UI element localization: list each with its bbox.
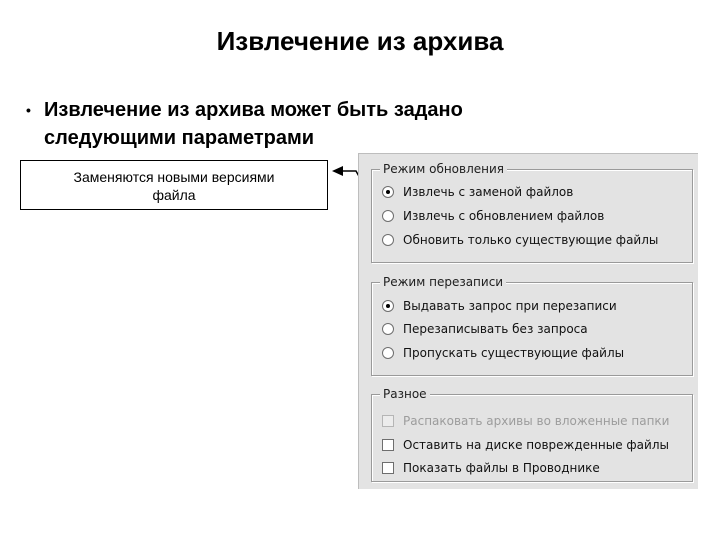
radio-extract-replace[interactable]: Извлечь с заменой файлов	[382, 183, 573, 201]
callout-line2: файла	[152, 187, 196, 203]
extract-options-dialog: Режим обновления Извлечь с заменой файло…	[358, 153, 698, 489]
radio-button[interactable]	[382, 210, 394, 222]
radio-extract-update[interactable]: Извлечь с обновлением файлов	[382, 207, 604, 225]
radio-skip-existing[interactable]: Пропускать существующие файлы	[382, 344, 624, 362]
overwrite-mode-label: Режим перезаписи	[380, 274, 507, 290]
bullet-marker: •	[26, 102, 31, 118]
radio-overwrite-no-prompt[interactable]: Перезаписывать без запроса	[382, 320, 588, 338]
radio-button[interactable]	[382, 234, 394, 246]
checkbox-keep-broken[interactable]: Оставить на диске поврежденные файлы	[382, 436, 669, 454]
option-label: Извлечь с обновлением файлов	[403, 209, 605, 223]
radio-ask-overwrite[interactable]: Выдавать запрос при перезаписи	[382, 297, 617, 315]
callout-box: Заменяются новыми версиями файла	[20, 160, 328, 210]
option-label: Обновить только существующие файлы	[403, 233, 659, 247]
bullet-text-line2: следующими параметрами	[44, 127, 315, 149]
callout-line1: Заменяются новыми версиями	[73, 169, 275, 185]
checkbox	[382, 415, 394, 427]
radio-refresh-existing[interactable]: Обновить только существующие файлы	[382, 231, 658, 249]
slide-title: Извлечение из архива	[216, 26, 504, 56]
option-label: Извлечь с заменой файлов	[403, 185, 574, 199]
update-mode-label: Режим обновления	[380, 161, 508, 177]
overwrite-mode-group: Режим перезаписи Выдавать запрос при пер…	[371, 274, 693, 376]
radio-button[interactable]	[382, 186, 394, 198]
misc-group: Разное Распаковать архивы во вложенные п…	[371, 386, 693, 482]
callout-arrowhead	[332, 166, 343, 176]
radio-selected-dot	[386, 190, 390, 194]
bullet-text: Извлечение из архива может быть задано с…	[44, 96, 564, 152]
radio-button[interactable]	[382, 323, 394, 335]
checkbox[interactable]	[382, 462, 394, 474]
update-mode-group: Режим обновления Извлечь с заменой файло…	[371, 161, 693, 263]
misc-label: Разное	[380, 386, 430, 402]
option-label: Распаковать архивы во вложенные папки	[403, 414, 670, 428]
radio-button[interactable]	[382, 347, 394, 359]
checkbox-extract-subfolders: Распаковать архивы во вложенные папки	[382, 412, 669, 430]
radio-button[interactable]	[382, 300, 394, 312]
option-label: Выдавать запрос при перезаписи	[403, 299, 617, 313]
option-label: Показать файлы в Проводнике	[403, 461, 600, 475]
radio-selected-dot	[386, 304, 390, 308]
option-label: Перезаписывать без запроса	[403, 322, 588, 336]
option-label: Оставить на диске поврежденные файлы	[403, 438, 669, 452]
checkbox[interactable]	[382, 439, 394, 451]
option-label: Пропускать существующие файлы	[403, 346, 625, 360]
checkbox-show-in-explorer[interactable]: Показать файлы в Проводнике	[382, 459, 600, 477]
bullet-text-line1: Извлечение из архива может быть задано	[44, 99, 463, 121]
